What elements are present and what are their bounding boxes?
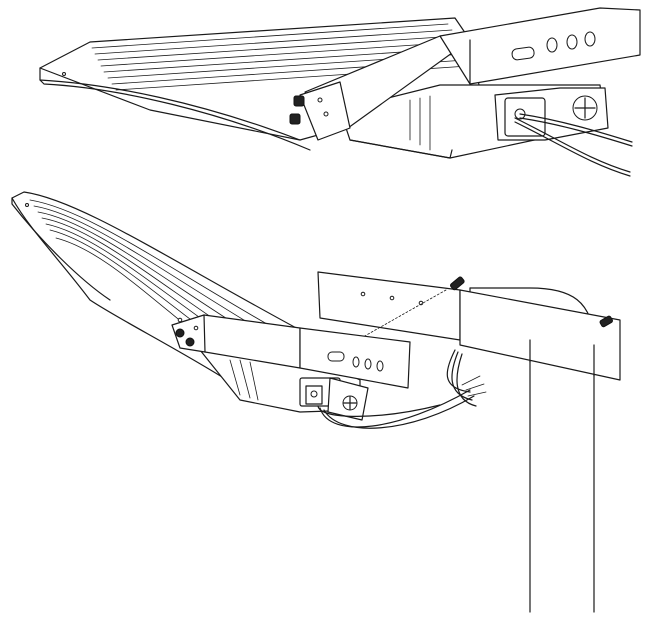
top-view	[39, 7, 641, 177]
bottom-junction-box	[305, 377, 369, 421]
top-mounting-arm	[299, 7, 641, 141]
bottom-mounting-arm	[171, 314, 411, 389]
pole-mounting-plate	[317, 271, 621, 381]
top-junction-box	[494, 87, 609, 141]
top-wires	[514, 113, 633, 177]
bottom-view	[11, 191, 621, 613]
bottom-arm-bolts	[175, 317, 199, 347]
bottom-wires	[317, 349, 487, 429]
screw-right	[599, 315, 613, 328]
top-arm-bolts	[289, 95, 329, 125]
